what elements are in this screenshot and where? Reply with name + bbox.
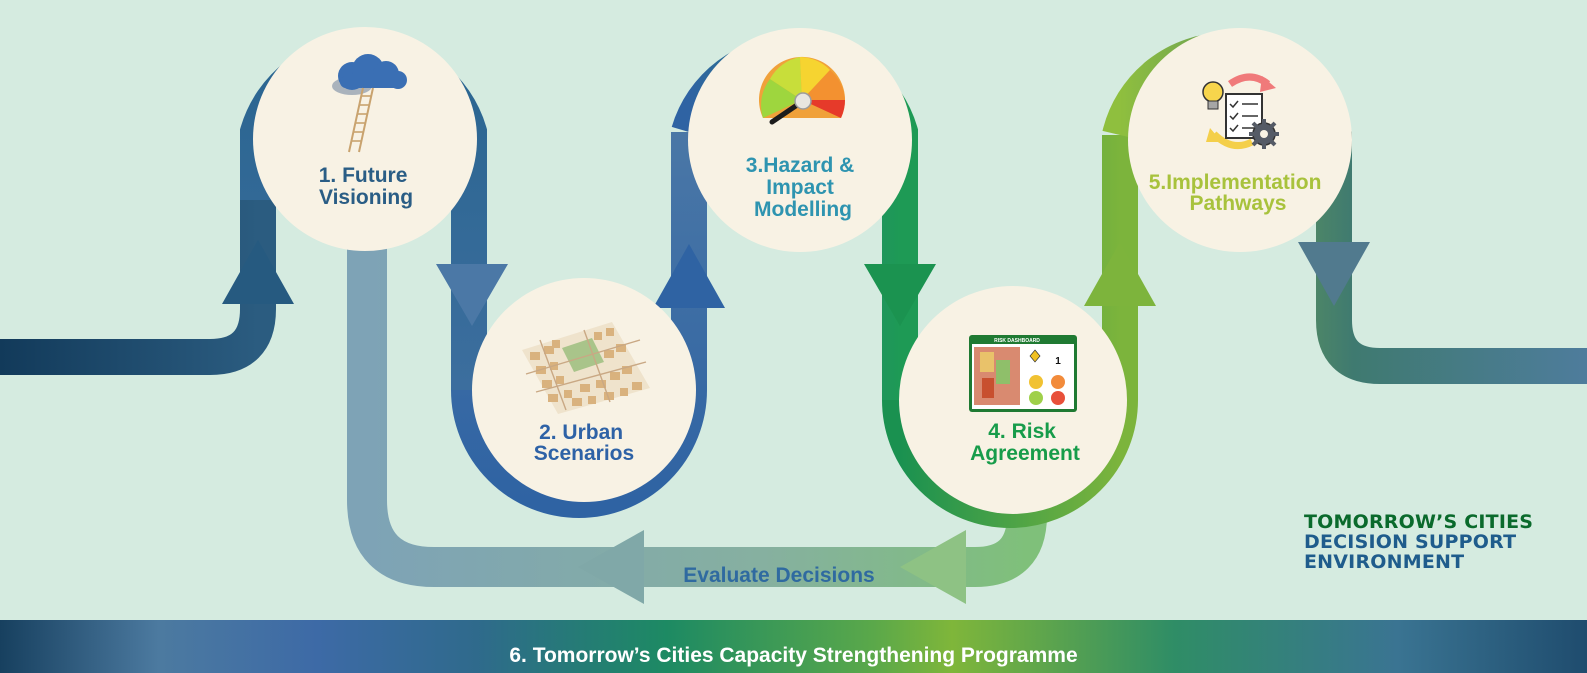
step-1-circle (253, 27, 477, 251)
arrow-up-3 (653, 244, 725, 308)
arrow-up-1 (222, 240, 294, 304)
step-4-label: 4. Risk Agreement (970, 420, 1080, 465)
brand-line-3: ENVIRONMENT (1304, 551, 1465, 573)
brand-line-2: DECISION SUPPORT (1304, 531, 1517, 553)
evaluate-decisions-label: Evaluate Decisions (683, 564, 874, 587)
city-map-icon (522, 322, 650, 414)
cloud-ladder-icon (332, 54, 407, 153)
svg-text:RISK DASHBOARD: RISK DASHBOARD (994, 338, 1040, 344)
risk-dashboard-icon: RISK DASHBOARD 1 (969, 335, 1077, 412)
lightbulb-checklist-gear-icon (1202, 73, 1279, 150)
gauge-icon (759, 56, 846, 125)
banner-label: 6. Tomorrow’s Cities Capacity Strengthen… (509, 644, 1078, 667)
arrow-left-loop-2 (900, 530, 966, 604)
arrow-down-2 (436, 264, 508, 326)
path-segment-input (0, 200, 276, 375)
step-3-label: 3.Hazard & Impact Modelling (746, 154, 860, 221)
step-2-label: 2. Urban Scenarios (534, 421, 634, 465)
step-5-label: 5.Implementation Pathways (1149, 171, 1328, 215)
arrow-up-5 (1084, 242, 1156, 306)
arrow-down-6 (1298, 242, 1370, 306)
arrow-down-4 (864, 264, 936, 326)
feedback-loop-path (347, 200, 1047, 587)
capacity-programme-banner: 6. Tomorrow’s Cities Capacity Strengthen… (0, 620, 1587, 673)
step-3-circle (688, 28, 912, 252)
arrow-left-loop-1 (578, 530, 644, 604)
svg-text:1: 1 (1055, 356, 1061, 367)
step-5-circle (1128, 28, 1352, 252)
brand-line-1: TOMORROW’S CITIES (1304, 511, 1534, 533)
step-1-label: 1. Future Visioning (319, 164, 414, 209)
brand-logo-text: TOMORROW’S CITIES DECISION SUPPORT ENVIR… (1304, 512, 1533, 572)
